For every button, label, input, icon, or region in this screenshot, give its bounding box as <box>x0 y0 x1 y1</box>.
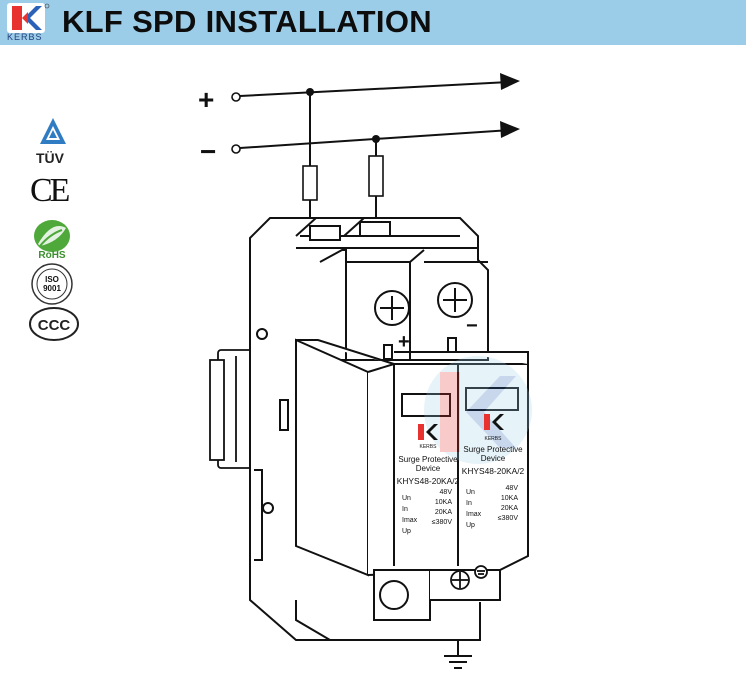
device-model: KHYS48-20KA/2 <box>462 466 525 476</box>
spec-value: 10KA <box>435 499 452 506</box>
device-product-line1: Surge Protective <box>398 455 458 464</box>
kerbs-mini-logo-icon <box>484 414 504 430</box>
screw-terminal-icon <box>374 282 473 360</box>
spd-module-front <box>295 338 529 621</box>
device-model: KHYS48-20KA/2 <box>397 476 460 486</box>
spec-name: Un <box>466 489 475 496</box>
spec-name: In <box>466 500 472 507</box>
minus-label: − <box>200 136 216 167</box>
svg-text:9001: 9001 <box>43 284 61 293</box>
device-product-line2: Device <box>416 464 441 473</box>
terminal-minus-label: − <box>466 315 478 337</box>
tuv-icon <box>38 116 68 148</box>
ground-symbol-icon <box>444 655 472 669</box>
ccc-icon: CCC <box>28 306 82 342</box>
svg-text:ISO: ISO <box>45 275 59 284</box>
spec-name: Imax <box>402 517 418 524</box>
kerbs-watermark-icon <box>424 356 532 464</box>
device-product-line2: Device <box>481 454 506 463</box>
device-label-right: KERBS Surge Protective Device KHYS48-20K… <box>462 414 525 529</box>
spec-name: Up <box>466 522 475 529</box>
terminal-plus-label: + <box>398 331 410 353</box>
iso-icon: ISO 9001 <box>30 262 74 306</box>
junction-dots <box>306 88 380 143</box>
device-product-line1: Surge Protective <box>463 445 523 454</box>
spec-value: 48V <box>506 485 519 492</box>
tuv-label: TÜV <box>36 150 64 166</box>
ce-mark: CE <box>30 172 70 209</box>
spec-name: In <box>402 506 408 513</box>
device-label-left: KERBS Surge Protective Device KHYS48-20K… <box>397 424 460 535</box>
spec-name: Imax <box>466 511 482 518</box>
input-terminals <box>231 92 241 154</box>
header-bar: KERBS KLF SPD INSTALLATION <box>0 0 746 45</box>
plus-label: + <box>198 84 214 115</box>
rohs-icon: RoHS <box>28 218 76 260</box>
spec-value: 20KA <box>435 509 452 516</box>
spec-value: 10KA <box>501 495 518 502</box>
page-title: KLF SPD INSTALLATION <box>62 4 432 39</box>
kerbs-mini-logo-icon <box>418 424 438 440</box>
fuse-icon <box>302 155 384 201</box>
spec-value: ≤380V <box>432 519 453 526</box>
arrow-heads <box>500 73 520 138</box>
kerbs-logo-icon <box>7 3 50 33</box>
spec-name: Up <box>402 528 411 535</box>
brand-label: KERBS <box>7 32 43 42</box>
ground-terminal-icon <box>450 565 488 590</box>
device-brand: KERBS <box>420 444 438 450</box>
rohs-label: RoHS <box>38 250 66 260</box>
spec-name: Un <box>402 495 411 502</box>
spec-value: ≤380V <box>498 515 519 522</box>
spec-value: 20KA <box>501 505 518 512</box>
spec-value: 48V <box>440 489 453 496</box>
ccc-label: CCC <box>38 317 71 334</box>
device-brand: KERBS <box>485 436 503 442</box>
spd-installation-diagram: + − <box>198 73 532 669</box>
